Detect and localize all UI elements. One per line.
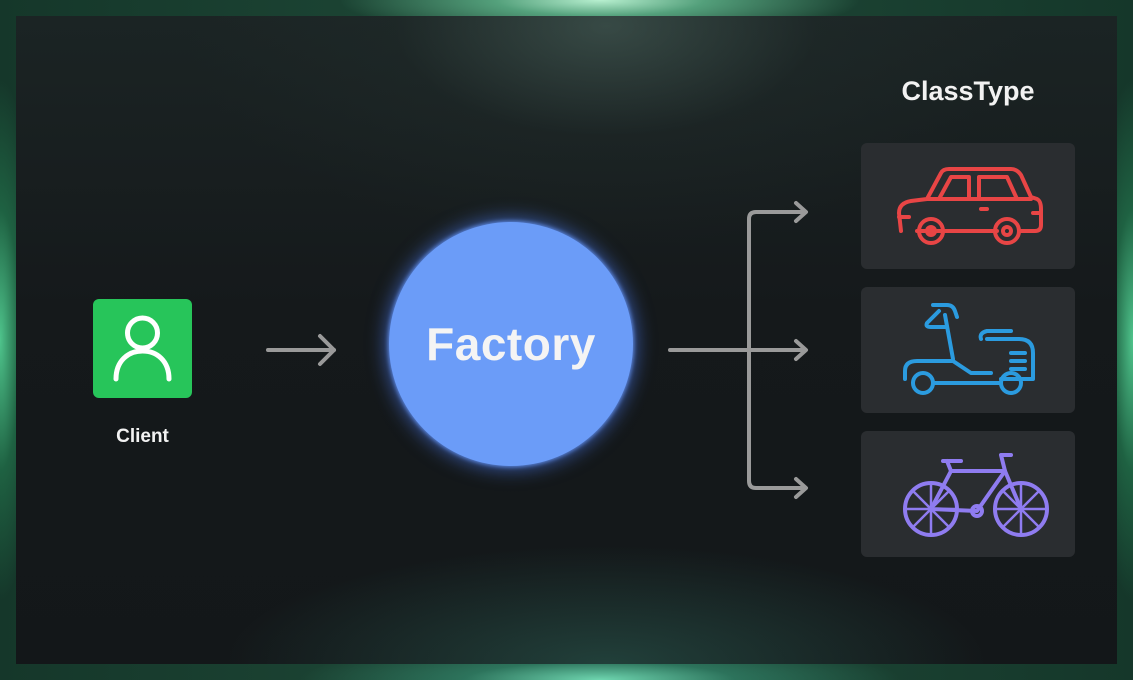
- class-card-bicycle: [861, 431, 1075, 557]
- client-label: Client: [116, 426, 169, 447]
- class-card-scooter: [861, 287, 1075, 413]
- classtype-title: ClassType: [901, 76, 1035, 106]
- client-to-factory-arrow: [266, 334, 336, 366]
- user-icon: [113, 315, 172, 382]
- bicycle-icon: [903, 453, 1049, 537]
- factory-branch-arrows: [668, 201, 808, 499]
- class-card-car: [861, 143, 1075, 269]
- factory-label: Factory: [426, 318, 596, 370]
- scooter-icon: [903, 303, 1035, 395]
- car-icon: [897, 167, 1043, 245]
- factory-node: Factory: [389, 222, 633, 466]
- client-box: [93, 299, 192, 398]
